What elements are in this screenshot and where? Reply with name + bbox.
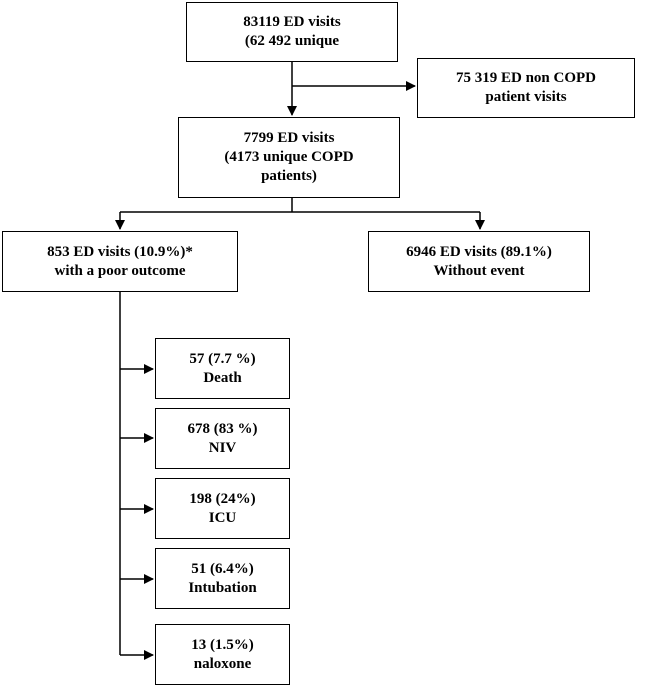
outcome-naloxone-box: 13 (1.5%) naloxone <box>155 624 290 685</box>
outcome-niv-box: 678 (83 %) NIV <box>155 408 290 469</box>
outcome-intubation-box: 51 (6.4%) Intubation <box>155 548 290 609</box>
outcome-death-count: 57 (7.7 %) <box>189 350 256 367</box>
copd-visits-line2: (4173 unique COPD <box>224 149 354 165</box>
outcome-niv-count: 678 (83 %) <box>187 420 258 437</box>
outcome-death-box: 57 (7.7 %) Death <box>155 338 290 399</box>
without-event-line2: Without event <box>433 262 525 279</box>
outcome-icu-count: 198 (24%) <box>189 490 256 507</box>
total-visits-line1: 83119 ED visits <box>243 14 341 30</box>
without-event-line1: 6946 ED visits (89.1%) <box>406 243 552 260</box>
outcome-death-label: Death <box>203 369 242 386</box>
outcome-intubation-count: 51 (6.4%) <box>191 560 254 577</box>
outcome-icu-box: 198 (24%) ICU <box>155 478 290 539</box>
poor-outcome-line1: 853 ED visits (10.9%)* <box>47 243 193 260</box>
outcome-intubation-label: Intubation <box>188 579 257 596</box>
total-visits-box: 83119 ED visits (62 492 unique <box>186 2 398 62</box>
poor-outcome-line2: with a poor outcome <box>54 262 186 279</box>
without-event-box: 6946 ED visits (89.1%) Without event <box>368 231 590 292</box>
non-copd-box: 75 319 ED non COPD patient visits <box>417 58 635 118</box>
total-visits-line2: (62 492 unique <box>244 33 340 49</box>
copd-visits-box: 7799 ED visits (4173 unique COPD patient… <box>178 117 400 198</box>
poor-outcome-box: 853 ED visits (10.9%)* with a poor outco… <box>2 231 238 292</box>
non-copd-line2: patient visits <box>485 89 567 105</box>
outcome-icu-label: ICU <box>208 509 237 526</box>
outcome-naloxone-count: 13 (1.5%) <box>191 636 254 653</box>
outcome-naloxone-label: naloxone <box>193 655 252 672</box>
copd-visits-line3: patients) <box>261 168 317 184</box>
outcome-niv-label: NIV <box>208 439 237 456</box>
copd-visits-line1: 7799 ED visits <box>243 130 335 146</box>
non-copd-line1: 75 319 ED non COPD <box>455 70 597 86</box>
